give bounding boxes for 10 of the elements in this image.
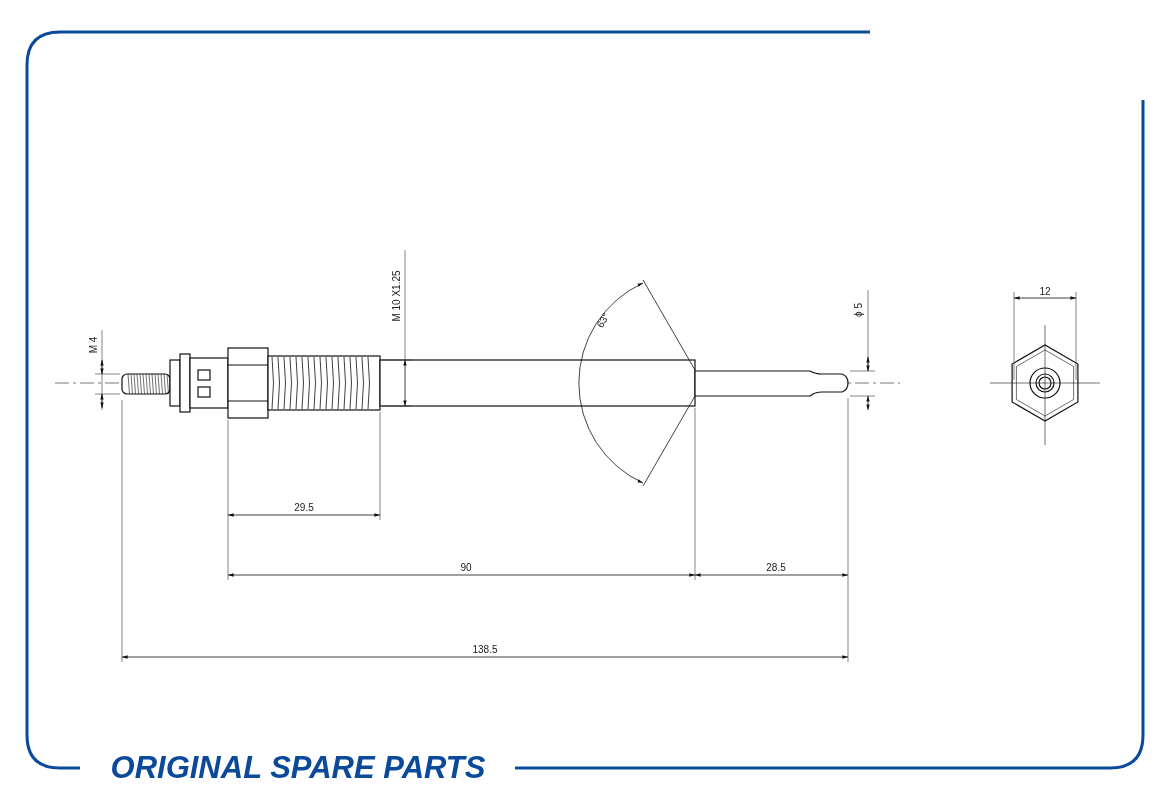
diameter-label: ϕ 5 xyxy=(853,303,864,317)
angle-label: 63° xyxy=(594,310,612,330)
dimension-label: 29.5 xyxy=(294,502,314,513)
slogan-text: ORIGINAL SPARE PARTS xyxy=(110,750,486,785)
thread-size-label: M 10 X1.25 xyxy=(391,270,402,322)
dimension-label: 12 xyxy=(1039,286,1051,297)
thread-size-label: M 4 xyxy=(88,336,99,354)
dimension-label: 90 xyxy=(460,562,472,573)
dimension-label: 28.5 xyxy=(766,562,786,573)
dimension-label: 138.5 xyxy=(472,644,498,655)
